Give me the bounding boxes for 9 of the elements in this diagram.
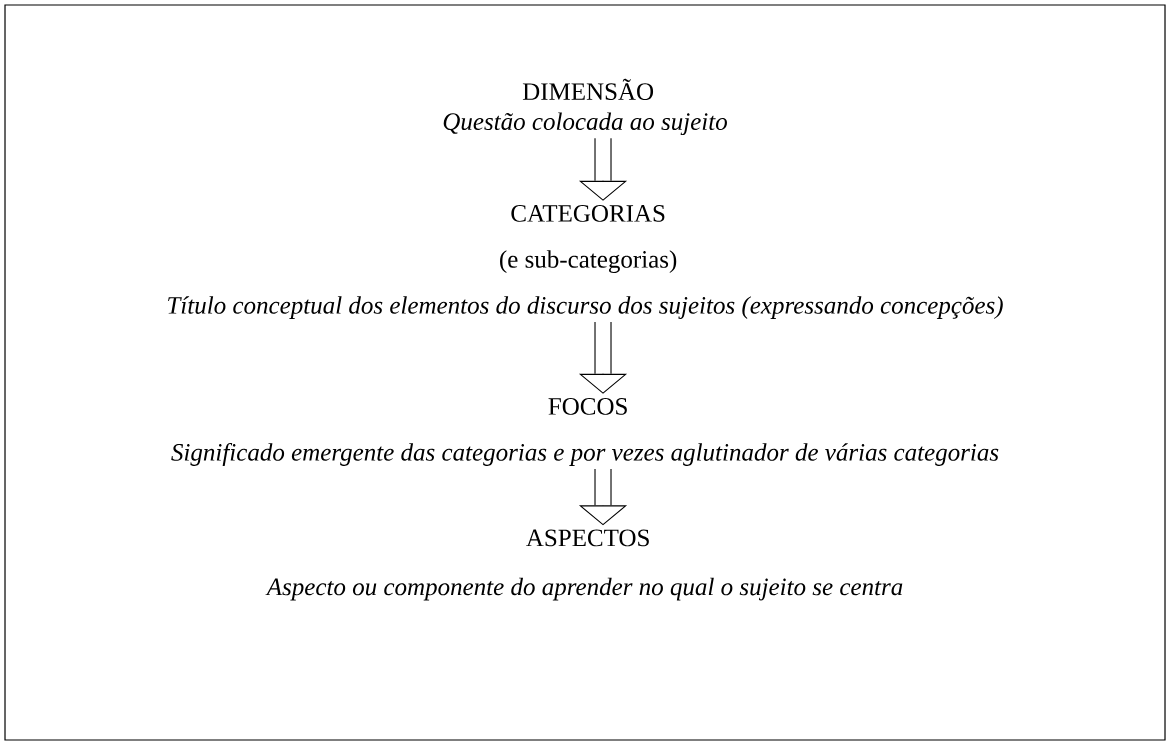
heading-text: FOCOS — [548, 398, 627, 415]
heading-text: DIMENSÃO — [522, 78, 654, 101]
heading-text: (e sub-categorias) — [500, 250, 677, 273]
description-text: Título conceptual dos elementos do discurso dos sujeitos (expressando concepções) — [168, 296, 1003, 319]
heading-text: CATEGORIAS — [511, 205, 665, 222]
description-text: Significado emergente das categorias e por vezes aglutinador de várias categorias — [171, 443, 999, 466]
description-text: Questão colocada ao sujeito — [443, 112, 727, 136]
heading-text: ASPECTOS — [526, 529, 649, 547]
description-text: Aspecto ou componente do aprender no qual o sujeito se centra — [265, 577, 903, 601]
